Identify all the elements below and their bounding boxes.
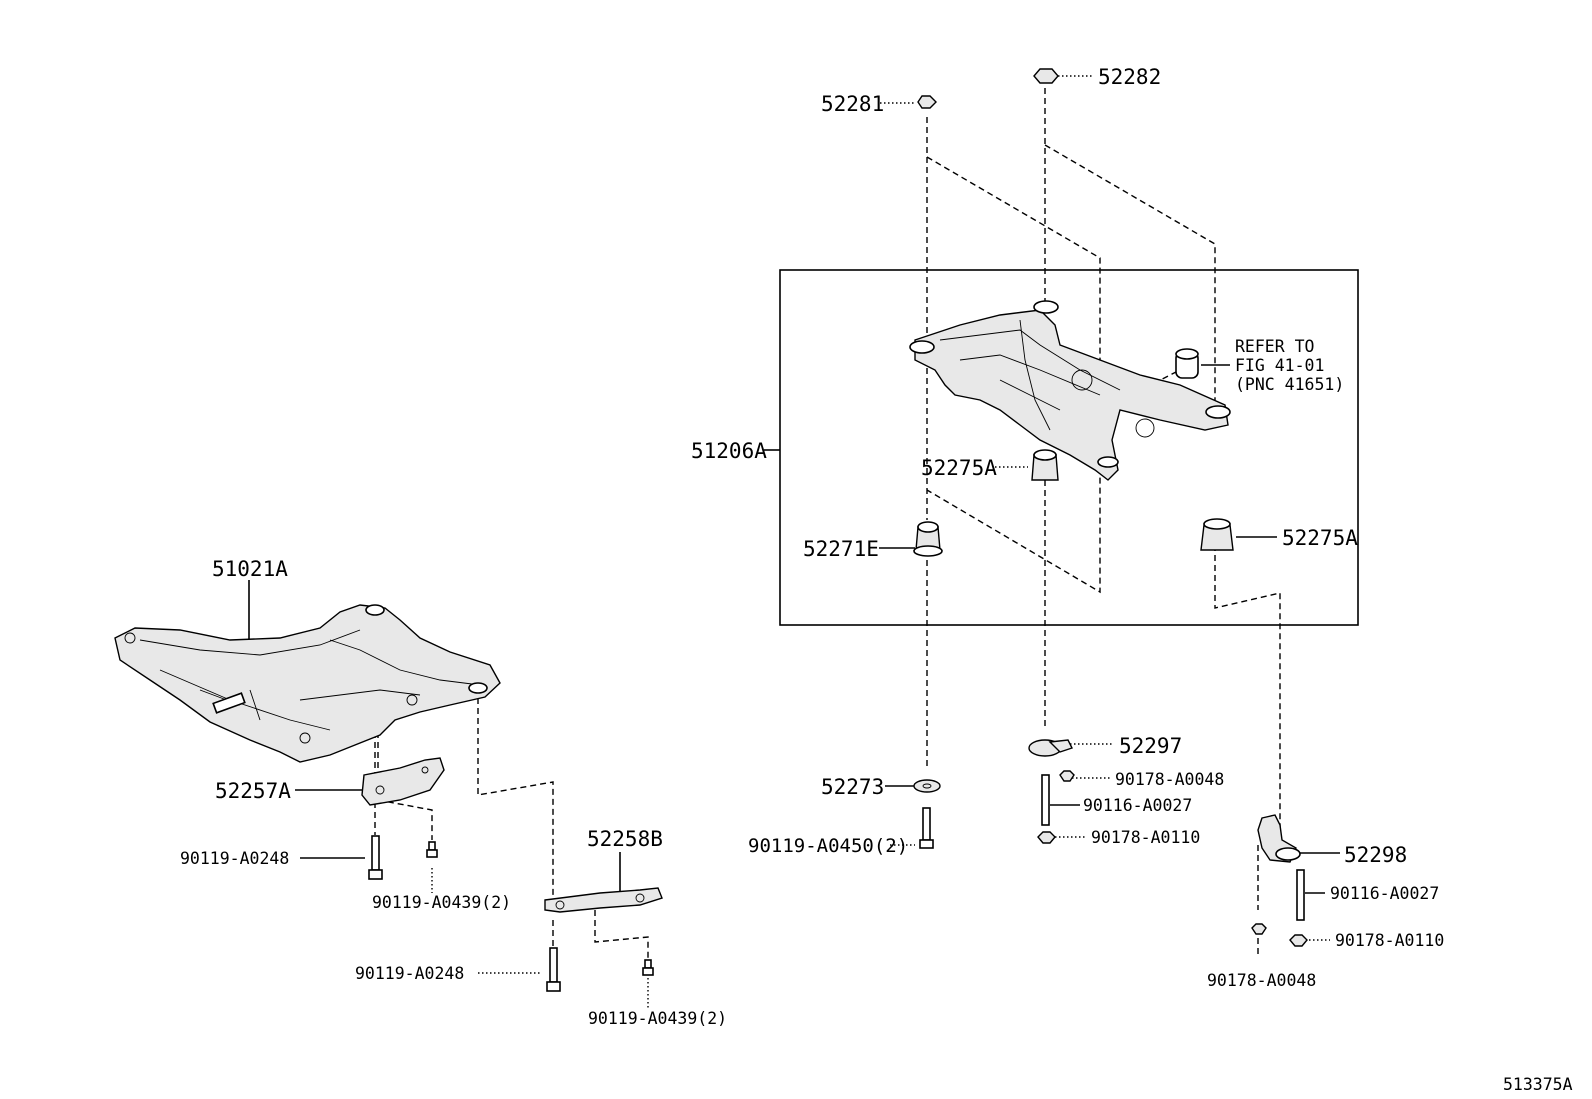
label-52271E[interactable]: 52271E (803, 537, 879, 561)
bolt-90119-A0450 (919, 807, 934, 849)
stud-90116-A0027-right (1296, 869, 1305, 921)
stopper-52282 (1033, 68, 1059, 84)
label-51021A[interactable]: 51021A (212, 557, 288, 581)
nut-90178-A0110-right (1289, 934, 1308, 947)
label-90119-A0450[interactable]: 90119-A0450(2) (748, 835, 908, 857)
bushing-52275A-upper (1031, 449, 1059, 481)
rear-subframe (909, 300, 1231, 481)
label-51206A[interactable]: 51206A (691, 439, 767, 463)
subframe-assembly-box (779, 269, 1359, 626)
reference-note: REFER TO FIG 41-01 (PNC 41651) (1235, 337, 1344, 394)
label-90116-A0027-mid[interactable]: 90116-A0027 (1083, 796, 1192, 815)
reference-note-line3[interactable]: (PNC 41651) (1235, 375, 1344, 394)
washer-52273 (913, 779, 941, 793)
label-90119-A0439-lower[interactable]: 90119-A0439(2) (588, 1009, 727, 1028)
label-90178-A0110-right[interactable]: 90178-A0110 (1335, 931, 1444, 950)
label-52257A[interactable]: 52257A (215, 779, 291, 803)
label-52298[interactable]: 52298 (1344, 843, 1407, 867)
label-90119-A0439-upper[interactable]: 90119-A0439(2) (372, 893, 511, 912)
front-subframe (114, 604, 501, 763)
leader-lines-rear (764, 75, 1340, 941)
reference-note-line2[interactable]: FIG 41-01 (1235, 356, 1324, 375)
label-52281[interactable]: 52281 (821, 92, 884, 116)
label-52275A-right[interactable]: 52275A (1282, 526, 1358, 550)
label-90119-A0248-lower[interactable]: 90119-A0248 (355, 964, 464, 983)
diagram-code: 513375A (1503, 1075, 1573, 1094)
label-90178-A0110-mid[interactable]: 90178-A0110 (1091, 828, 1200, 847)
label-90119-A0248-upper[interactable]: 90119-A0248 (180, 849, 289, 868)
nut-90178-A0048-right (1251, 923, 1267, 935)
bracket-52297 (1028, 739, 1073, 757)
label-52297[interactable]: 52297 (1119, 734, 1182, 758)
label-52273[interactable]: 52273 (821, 775, 884, 799)
stopper-52281 (917, 95, 937, 109)
bolt-90119-A0248-upper (368, 835, 383, 880)
bolt-90119-A0439-upper (426, 841, 438, 858)
brace-52258B (544, 887, 663, 913)
brace-52257A (361, 757, 445, 806)
bushing-41651 (1175, 348, 1199, 379)
label-90178-A0048-mid[interactable]: 90178-A0048 (1115, 770, 1224, 789)
bolt-90119-A0248-lower (546, 947, 561, 992)
bushing-52275A-right (1200, 518, 1234, 551)
bracket-52298 (1257, 814, 1301, 863)
part-labels: 52281 52282 51206A 52275A 52275A 52271E … (180, 65, 1444, 1028)
bushing-52271E (913, 521, 943, 557)
label-90178-A0048-right[interactable]: 90178-A0048 (1207, 971, 1316, 990)
nut-90178-A0110-mid (1037, 831, 1056, 844)
label-90116-A0027-right[interactable]: 90116-A0027 (1330, 884, 1439, 903)
stud-90116-A0027-mid (1041, 774, 1050, 826)
reference-note-line1[interactable]: REFER TO (1235, 337, 1314, 356)
label-52258B[interactable]: 52258B (587, 827, 663, 851)
nut-90178-A0048-mid (1059, 770, 1075, 782)
bolt-90119-A0439-lower (642, 959, 654, 976)
assembly-lines-rear (926, 88, 1281, 955)
label-52275A-upper[interactable]: 52275A (921, 456, 997, 480)
label-52282[interactable]: 52282 (1098, 65, 1161, 89)
